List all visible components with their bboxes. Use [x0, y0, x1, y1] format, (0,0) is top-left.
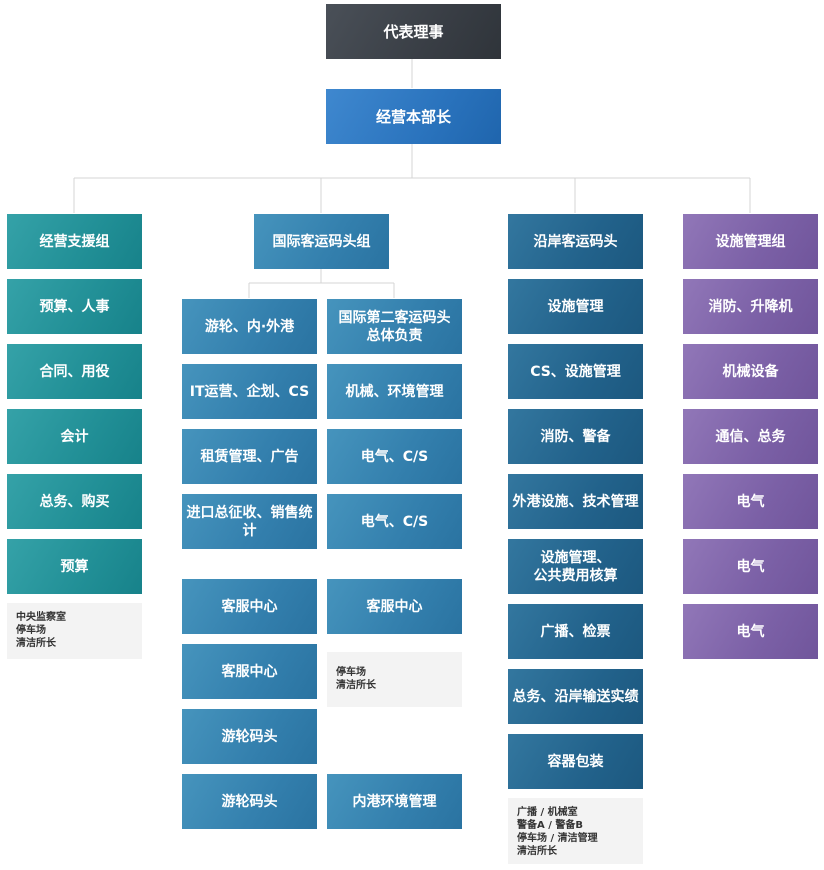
col3-item-box: 消防、警备	[508, 409, 643, 464]
col4-item-box: 电气	[683, 604, 818, 659]
col4-title-box: 设施管理组	[683, 214, 818, 269]
col3-note: 广播 / 机械室 警备A / 警备B 停车场 / 清洁管理 清洁所长	[508, 798, 643, 864]
head-box: 经营本部长	[326, 89, 501, 144]
col2-left-box: 进口总征收、销售统计	[182, 494, 317, 549]
col4-item-box: 通信、总务	[683, 409, 818, 464]
col2-right-box: 国际第二客运码头 总体负责	[327, 299, 462, 354]
col1-item-box: 预算	[7, 539, 142, 594]
col4-item-box: 消防、升降机	[683, 279, 818, 334]
col2-right-box: 电气、C/S	[327, 429, 462, 484]
col2-left2-box: 客服中心	[182, 579, 317, 634]
col2-left-box: 游轮、内·外港	[182, 299, 317, 354]
col2-left2-box: 客服中心	[182, 644, 317, 699]
col4-item-box: 机械设备	[683, 344, 818, 399]
col3-item-box: 广播、检票	[508, 604, 643, 659]
col3-title-box: 沿岸客运码头	[508, 214, 643, 269]
col2-right-box: 电气、C/S	[327, 494, 462, 549]
col2-left-box: IT运营、企划、CS	[182, 364, 317, 419]
rep-director-box: 代表理事	[326, 4, 501, 59]
col3-item-box: 设施管理、 公共费用核算	[508, 539, 643, 594]
col2-left-box: 租赁管理、广告	[182, 429, 317, 484]
col2-title-box: 国际客运码头组	[254, 214, 389, 269]
col3-item-box: 外港设施、技术管理	[508, 474, 643, 529]
col1-item-box: 预算、人事	[7, 279, 142, 334]
col3-item-box: 设施管理	[508, 279, 643, 334]
col1-item-box: 会计	[7, 409, 142, 464]
col3-item-box: 总务、沿岸输送实绩	[508, 669, 643, 724]
col3-item-box: CS、设施管理	[508, 344, 643, 399]
col1-item-box: 总务、购买	[7, 474, 142, 529]
col3-item-box: 容器包装	[508, 734, 643, 789]
col2-right-box: 机械、环境管理	[327, 364, 462, 419]
col1-title-box: 经营支援组	[7, 214, 142, 269]
col2-right2-box: 客服中心	[327, 579, 462, 634]
col4-item-box: 电气	[683, 474, 818, 529]
col2-note: 停车场 清洁所长	[327, 652, 462, 707]
col1-item-box: 合同、用役	[7, 344, 142, 399]
col4-item-box: 电气	[683, 539, 818, 594]
col2-left2-box: 游轮码头	[182, 774, 317, 829]
col2-left2-box: 游轮码头	[182, 709, 317, 764]
col2-right2-box: 内港环境管理	[327, 774, 462, 829]
col1-note: 中央监察室 停车场 清洁所长	[7, 603, 142, 659]
